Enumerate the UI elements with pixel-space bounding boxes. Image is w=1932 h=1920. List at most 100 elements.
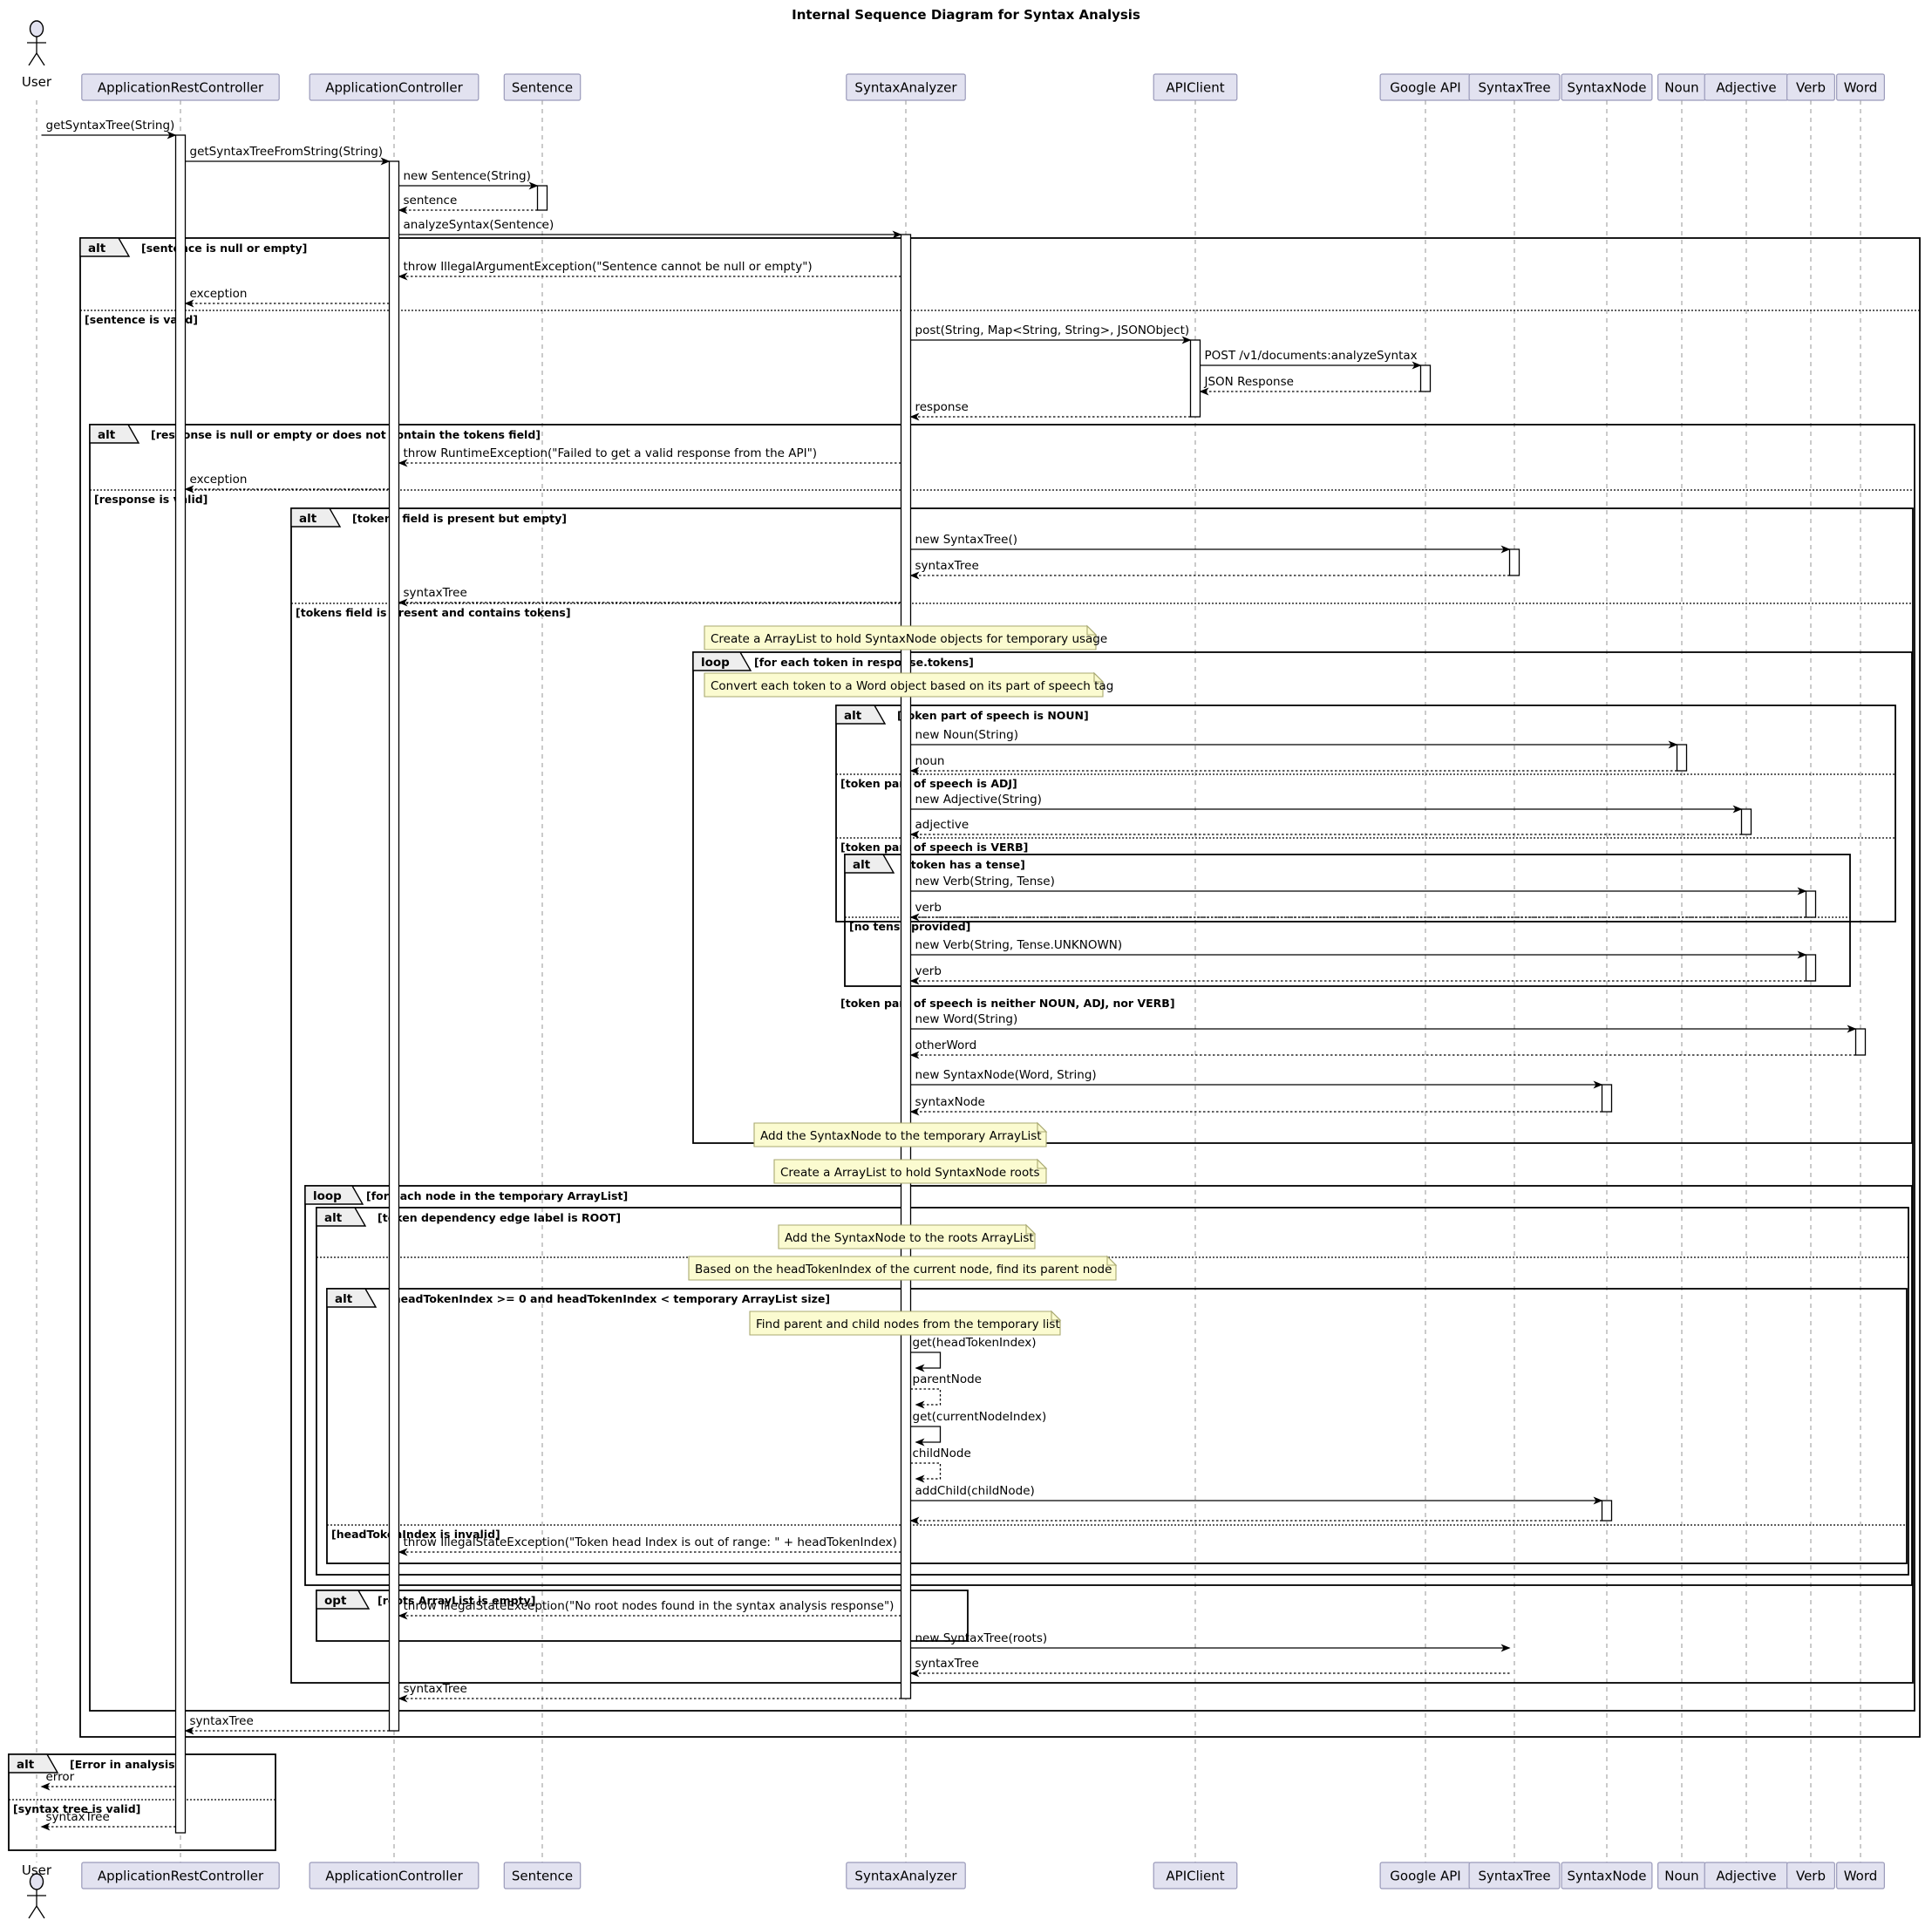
message-m01: getSyntaxTree(String) xyxy=(41,119,177,140)
message-label: JSON Response xyxy=(1204,375,1294,389)
message-m05: analyzeSyntax(Sentence) xyxy=(398,218,902,239)
participant-adj[interactable]: Adjective xyxy=(1704,1862,1789,1889)
participant-box-tree[interactable] xyxy=(1468,73,1561,101)
participant-box-analyzer[interactable] xyxy=(846,73,966,101)
message-m11: response xyxy=(909,400,1191,421)
participant-box-verb[interactable] xyxy=(1786,1862,1835,1889)
participant-noun[interactable]: Noun xyxy=(1657,73,1706,101)
note-n4: Create a ArrayList to hold SyntaxNode ro… xyxy=(773,1158,1048,1184)
message-label: syntaxNode xyxy=(915,1095,985,1109)
frame-guard-label: [token part of speech is VERB] xyxy=(840,841,1028,854)
message-m41: error xyxy=(40,1770,176,1791)
activation-bar-apiclient xyxy=(1189,339,1201,418)
note-fold-corner xyxy=(1037,1158,1048,1169)
participant-box-apiclient[interactable] xyxy=(1153,73,1238,101)
participant-box-sentence[interactable] xyxy=(503,1862,582,1889)
frame-tab xyxy=(316,1207,367,1227)
frame-border xyxy=(692,651,1913,1144)
message-m14: new SyntaxTree() xyxy=(910,533,1511,554)
frame-tab xyxy=(835,705,887,725)
participant-tree[interactable]: SyntaxTree xyxy=(1468,1862,1561,1889)
participant-appctrl[interactable]: ApplicationController xyxy=(309,1862,480,1889)
participant-box-node[interactable] xyxy=(1561,1862,1653,1889)
participant-rest[interactable]: ApplicationRestController xyxy=(81,1862,280,1889)
participant-apiclient[interactable]: APIClient xyxy=(1153,73,1238,101)
message-m27: new SyntaxNode(Word, String) xyxy=(910,1068,1603,1089)
activation-bar-adj xyxy=(1740,808,1752,835)
participant-word[interactable]: Word xyxy=(1836,1862,1885,1889)
participant-box-verb[interactable] xyxy=(1786,73,1835,101)
activation-bar-appctrl xyxy=(388,160,400,1732)
participant-google[interactable]: Google API xyxy=(1379,73,1472,101)
note-n2: Convert each token to a Word object base… xyxy=(704,671,1113,698)
participant-box-node[interactable] xyxy=(1561,73,1653,101)
frame-guard-label: [token dependency edge label is ROOT] xyxy=(378,1211,621,1224)
participant-label-node: SyntaxNode xyxy=(1567,80,1646,96)
message-label: verb xyxy=(915,964,942,978)
message-m25: new Word(String) xyxy=(910,1012,1857,1033)
participant-box-appctrl[interactable] xyxy=(309,73,480,101)
message-label: throw IllegalArgumentException("Sentence… xyxy=(404,260,813,274)
message-label: throw RuntimeException("Failed to get a … xyxy=(404,446,818,460)
message-m04: sentence xyxy=(398,194,538,214)
frame-type-label: alt xyxy=(88,242,106,255)
participant-box-apiclient[interactable] xyxy=(1153,1862,1238,1889)
participant-node[interactable]: SyntaxNode xyxy=(1561,73,1653,101)
participant-verb[interactable]: Verb xyxy=(1786,1862,1835,1889)
message-label: exception xyxy=(190,473,248,487)
message-m36: throw IllegalStateException("No root nod… xyxy=(398,1599,901,1620)
participant-box-word[interactable] xyxy=(1836,73,1885,101)
frame-guard-label: [roots ArrayList is empty] xyxy=(378,1594,535,1607)
frame-border xyxy=(326,1288,1908,1564)
actor-leg-left xyxy=(28,52,37,66)
message-label: getSyntaxTreeFromString(String) xyxy=(190,145,384,159)
participant-google[interactable]: Google API xyxy=(1379,1862,1472,1889)
message-m38: syntaxTree xyxy=(909,1657,1510,1678)
participant-box-rest[interactable] xyxy=(81,1862,280,1889)
frame-loop-f4: loop[for each token in response.tokens] xyxy=(692,651,1913,1144)
message-label: post(String, Map<String, String>, JSONOb… xyxy=(915,323,1190,337)
self-message-line xyxy=(910,1388,942,1409)
frame-type-label: opt xyxy=(324,1594,347,1608)
message-m37: new SyntaxTree(roots) xyxy=(910,1631,1511,1652)
frames-layer: alt[sentence is null or empty][sentence … xyxy=(8,237,1921,1851)
participant-sentence[interactable]: Sentence xyxy=(503,73,582,101)
frame-type-label: alt xyxy=(17,1758,35,1772)
message-m24: verb xyxy=(909,964,1806,985)
participant-label-tree: SyntaxTree xyxy=(1478,1869,1550,1884)
message-m09: POST /v1/documents:analyzeSyntax xyxy=(1200,349,1422,370)
participant-word[interactable]: Word xyxy=(1836,73,1885,101)
participant-appctrl[interactable]: ApplicationController xyxy=(309,73,480,101)
participant-label-rest: ApplicationRestController xyxy=(98,80,264,96)
note-body xyxy=(778,1224,1036,1249)
participant-box-tree[interactable] xyxy=(1468,1862,1561,1889)
participant-box-word[interactable] xyxy=(1836,1862,1885,1889)
participant-tree[interactable]: SyntaxTree xyxy=(1468,73,1561,101)
frame-alt-f3: alt [tokens field is present but empty] [t… xyxy=(290,507,1914,1684)
participant-rest[interactable]: ApplicationRestController xyxy=(81,73,280,101)
participant-analyzer[interactable]: SyntaxAnalyzer xyxy=(846,1862,966,1889)
frame-alt-f11: alt[Error in analysis][syntax tree is va… xyxy=(8,1753,276,1851)
participant-box-sentence[interactable] xyxy=(503,73,582,101)
participant-label-appctrl: ApplicationController xyxy=(325,1869,463,1884)
message-m30: parentNode xyxy=(910,1372,982,1409)
participant-verb[interactable]: Verb xyxy=(1786,73,1835,101)
message-label: noun xyxy=(915,754,945,768)
frame-guard-label: [syntax tree is valid] xyxy=(13,1802,140,1815)
frame-guard-label: [token part of speech is NOUN] xyxy=(897,709,1089,722)
message-m20: adjective xyxy=(909,818,1742,839)
participant-noun[interactable]: Noun xyxy=(1657,1862,1706,1889)
participant-box-rest[interactable] xyxy=(81,73,280,101)
message-m19: new Adjective(String) xyxy=(910,793,1743,814)
participant-node[interactable]: SyntaxNode xyxy=(1561,1862,1653,1889)
participant-analyzer[interactable]: SyntaxAnalyzer xyxy=(846,73,966,101)
participant-box-appctrl[interactable] xyxy=(309,1862,480,1889)
participant-apiclient[interactable]: APIClient xyxy=(1153,1862,1238,1889)
participant-adj[interactable]: Adjective xyxy=(1704,73,1789,101)
participant-sentence[interactable]: Sentence xyxy=(503,1862,582,1889)
frame-type-label: alt xyxy=(853,858,871,872)
message-label: new Verb(String, Tense) xyxy=(915,875,1055,889)
participant-box-analyzer[interactable] xyxy=(846,1862,966,1889)
frame-guard-label: [tokens field is present but empty] xyxy=(352,512,567,525)
note-body xyxy=(704,625,1097,650)
